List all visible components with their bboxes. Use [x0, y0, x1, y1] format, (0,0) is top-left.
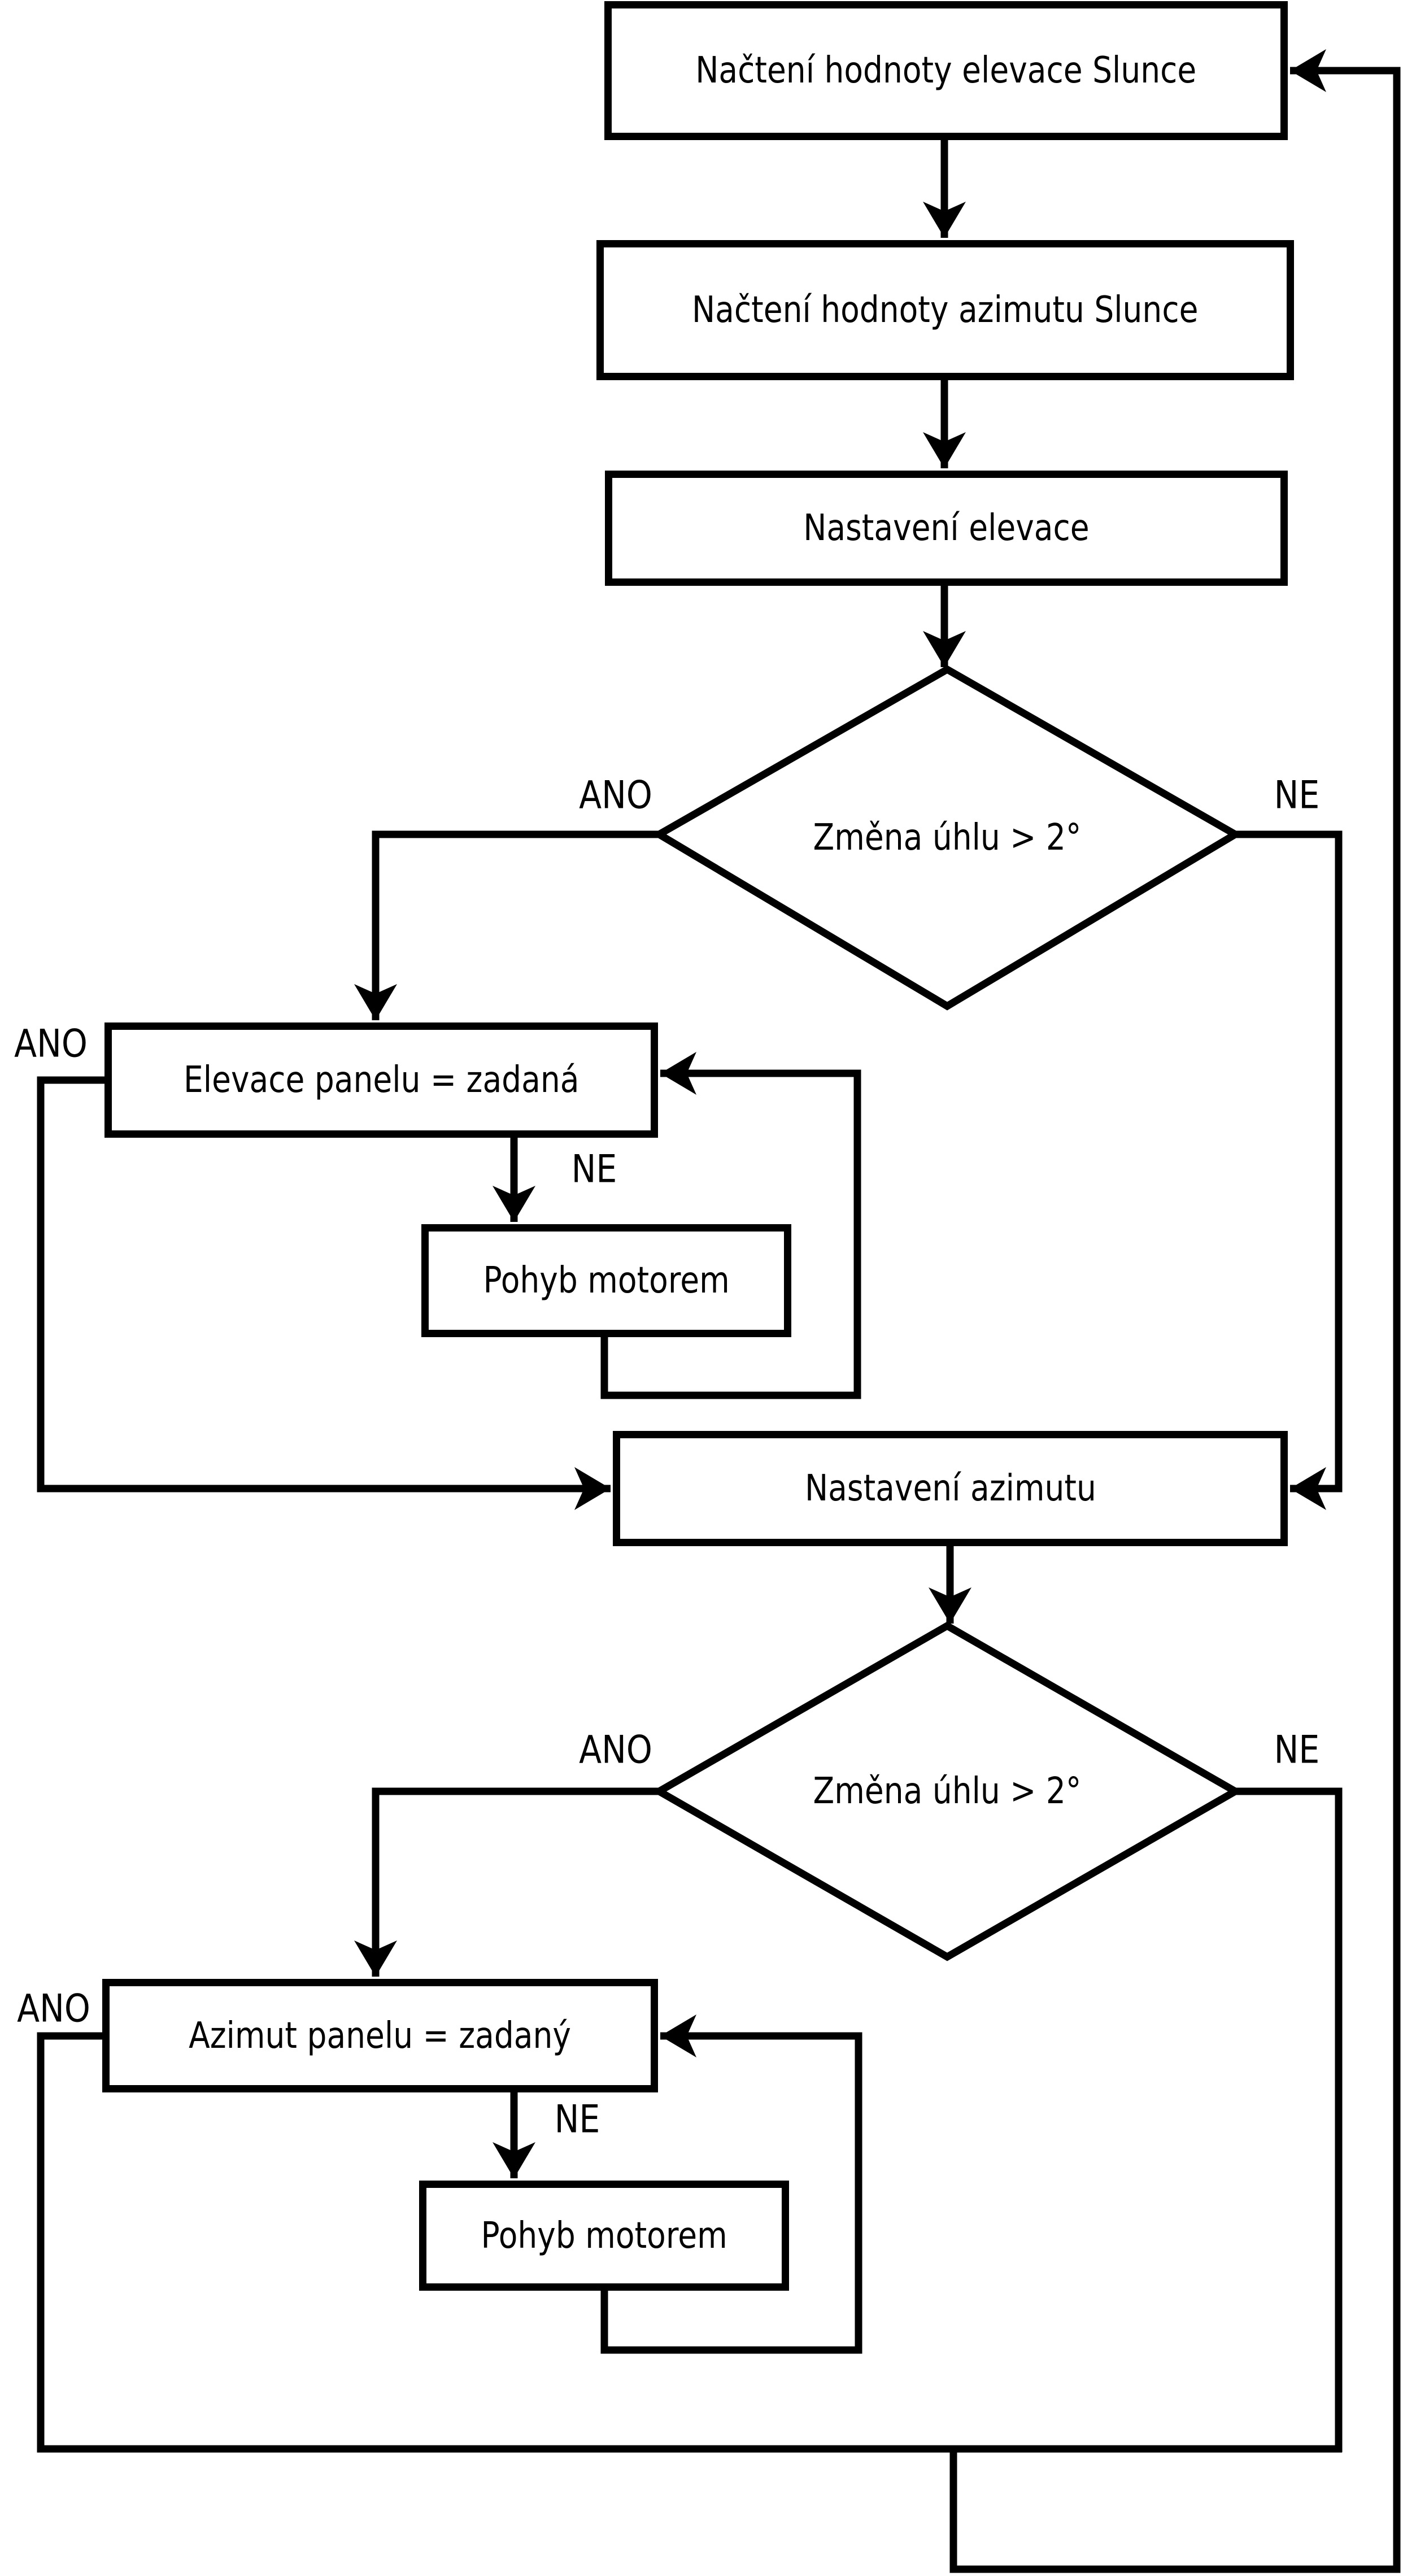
edge-decision-elevation-ano [354, 830, 659, 1020]
branch-label-azimuth-equal-ne: NE [554, 2097, 600, 2142]
node-set-elevation-label: Nastavení elevace [803, 507, 1090, 549]
branch-label-elevation-equal-ne: NE [571, 1147, 617, 1192]
decision-azimuth-shape [651, 1621, 1243, 1961]
node-motor-elevation-label: Pohyb motorem [483, 1260, 730, 1302]
branch-label-decision-elevation-ano: ANO [579, 773, 652, 818]
decision-elevation-shape [652, 665, 1243, 1011]
edge-azimuth-equal-ano [37, 2032, 1342, 2453]
branch-label-elevation-equal-ano: ANO [14, 1021, 88, 1067]
edge-decision-azimuth-ne [1235, 1787, 1343, 2452]
node-elevation-equal-label: Elevace panelu = zadaná [183, 1059, 580, 1101]
branch-label-decision-azimuth-ne: NE [1274, 1728, 1320, 1773]
branch-label-azimuth-equal-ano: ANO [17, 1986, 90, 2031]
node-set-azimuth-label: Nastavení azimutu [804, 1468, 1096, 1509]
edge-decision-elevation-ne [1235, 830, 1343, 1510]
edge-motor-azimuth-loop [600, 2014, 862, 2354]
decision-azimuth-text: Změna úhlu > 2° [813, 1770, 1082, 1812]
edge-return-to-start [949, 49, 1401, 2573]
node-elevation-equal: Elevace panelu = zadaná [104, 1022, 658, 1138]
node-azimuth-equal-label: Azimut panelu = zadaný [189, 2014, 572, 2057]
node-motor-elevation: Pohyb motorem [421, 1224, 791, 1337]
edge-decision-azimuth-ano [354, 1787, 659, 1977]
node-set-elevation: Nastavení elevace [605, 471, 1288, 586]
node-azimuth-equal: Azimut panelu = zadaný [102, 1979, 658, 2092]
edge-motor-elevation-loop [600, 1052, 861, 1399]
node-load-elevation: Načtení hodnoty elevace Slunce [604, 1, 1288, 140]
decision-elevation-text: Změna úhlu > 2° [813, 817, 1082, 859]
branch-label-decision-azimuth-ano: ANO [579, 1728, 652, 1773]
node-motor-azimuth: Pohyb motorem [419, 2181, 789, 2291]
node-set-azimuth: Nastavení azimutu [613, 1431, 1288, 1546]
node-load-elevation-label: Načtení hodnoty elevace Slunce [695, 50, 1197, 92]
node-motor-azimuth-label: Pohyb motorem [481, 2214, 727, 2257]
node-load-azimuth: Načtení hodnoty azimutu Slunce [596, 240, 1294, 380]
node-load-azimuth-label: Načtení hodnoty azimutu Slunce [692, 289, 1199, 331]
edge-elevation-equal-ano [37, 1076, 611, 1510]
branch-label-decision-elevation-ne: NE [1274, 773, 1320, 818]
